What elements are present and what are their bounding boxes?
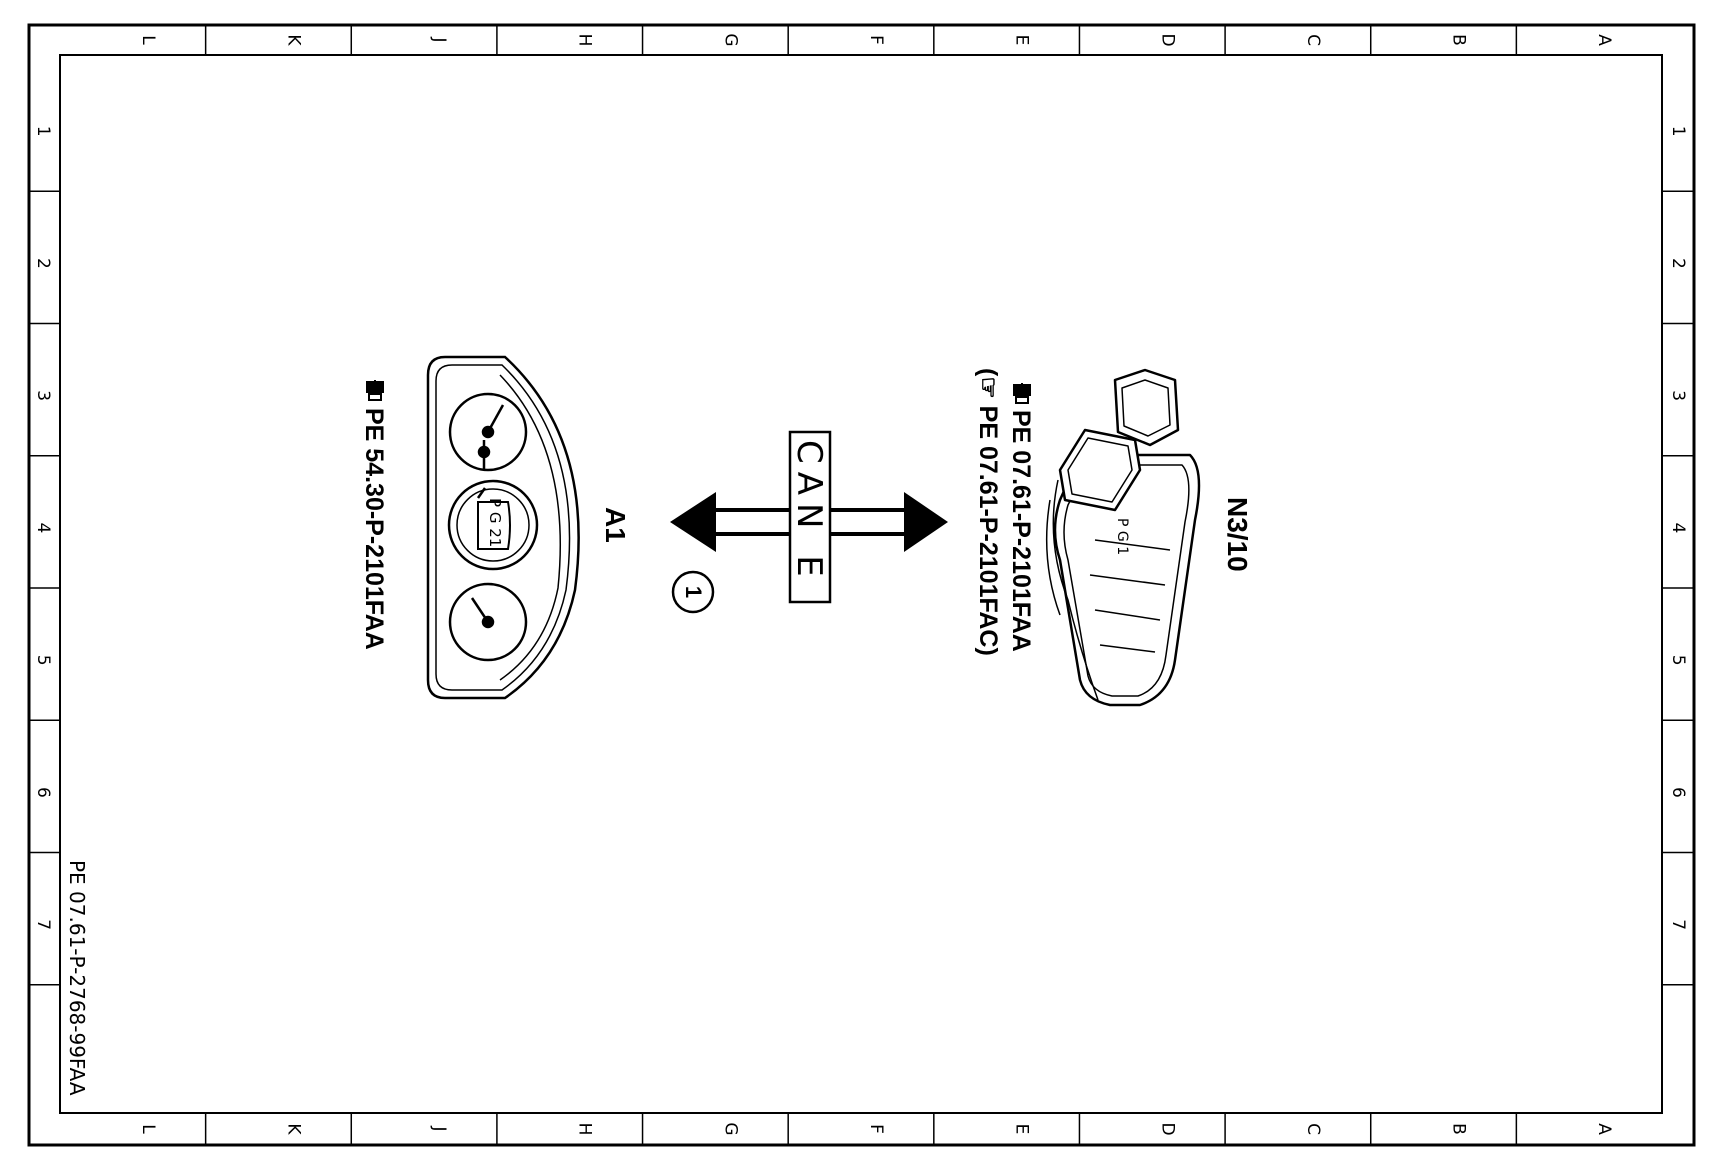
column-zone-label-bottom: K — [283, 1123, 303, 1135]
instrument-cluster-reference: PE 54.30-P-2101FAA — [360, 408, 388, 650]
row-zone-label-right: 6 — [1668, 787, 1688, 798]
column-zone-label-bottom: D — [1157, 1122, 1177, 1135]
instrument-cluster-inner-label: P G 21 — [486, 498, 504, 547]
column-zone-label-top: H — [575, 34, 595, 47]
row-zone-label-right: 4 — [1668, 522, 1688, 533]
column-zone-label-top: L — [138, 35, 158, 45]
row-zone-markers: 1 1 2 2 3 3 4 4 5 5 6 6 7 7 — [29, 126, 1694, 986]
pointing-hand-icon — [1013, 383, 1031, 404]
row-zone-label-right: 3 — [1668, 390, 1688, 401]
row-zone-label-left: 4 — [33, 522, 53, 533]
column-zone-label-bottom: C — [1303, 1123, 1323, 1135]
column-zone-label-bottom: L — [138, 1124, 158, 1134]
column-zone-label-top: B — [1449, 34, 1469, 46]
column-zone-label-bottom: F — [866, 1124, 886, 1134]
row-zone-label-left: 1 — [33, 126, 53, 137]
inner-border — [59, 54, 1663, 1114]
column-zone-label-bottom: J — [429, 1125, 449, 1131]
column-zone-label-top: A — [1594, 34, 1614, 46]
row-zone-label-right: 1 — [1668, 126, 1688, 137]
column-zone-label-top: C — [1303, 34, 1323, 46]
control-unit-reference-1: PE 07.61-P-2101FAA — [1007, 410, 1035, 652]
column-zone-label-bottom: H — [575, 1123, 595, 1136]
row-zone-label-right: 7 — [1668, 919, 1688, 930]
row-zone-label-left: 2 — [33, 258, 53, 269]
row-zone-label-left: 6 — [33, 787, 53, 798]
instrument-cluster-icon — [426, 355, 580, 700]
column-zone-label-top: D — [1157, 33, 1177, 46]
column-zone-label-top: K — [283, 34, 303, 46]
row-zone-label-right: 5 — [1668, 655, 1688, 666]
pointing-hand-icon — [366, 380, 384, 401]
row-zone-label-left: 7 — [33, 919, 53, 930]
column-zone-label-bottom: E — [1012, 1124, 1032, 1135]
row-zone-label-left: 3 — [33, 390, 53, 401]
control-unit-icon — [1045, 368, 1201, 707]
drawing-number: PE 07.61-P-2768-99FAA — [65, 860, 89, 1096]
column-zone-label-bottom: B — [1449, 1123, 1469, 1135]
control-unit-id: N3/10 — [1222, 497, 1253, 572]
row-zone-label-left: 5 — [33, 655, 53, 666]
column-zone-label-top: G — [720, 33, 740, 46]
column-zone-label-top: J — [429, 36, 449, 42]
column-zone-label-top: F — [866, 35, 886, 45]
instrument-cluster-id: A1 — [600, 507, 631, 543]
column-zone-label-bottom: G — [720, 1122, 740, 1135]
outer-frame — [27, 23, 1696, 1147]
bus-marker-number: 1 — [681, 586, 706, 598]
control-unit-inner-label: P G 1 — [1114, 518, 1130, 555]
column-zone-label-bottom: A — [1594, 1123, 1614, 1135]
bus-name: CAN E — [789, 440, 829, 585]
column-zone-label-top: E — [1012, 35, 1032, 46]
column-zone-markers: L L K K J J H H G G F F E E D D C C B B A A — [138, 25, 1614, 1145]
control-unit-reference-2: (☞ PE 07.61-P-2101FAC) — [974, 368, 1002, 656]
bus-marker-circle — [671, 570, 715, 614]
bus-label-box — [788, 430, 832, 604]
row-zone-label-right: 2 — [1668, 258, 1688, 269]
